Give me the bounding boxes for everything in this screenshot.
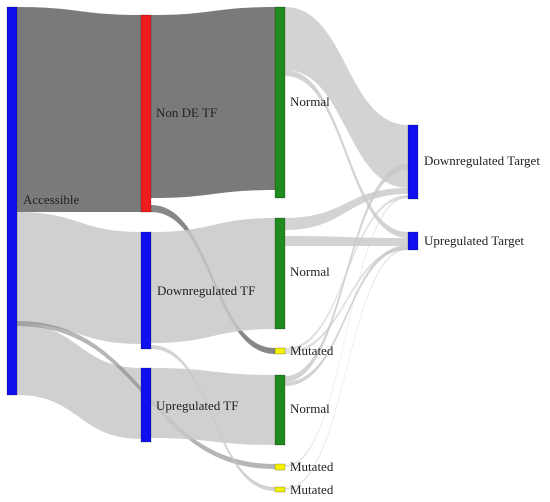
label-up-tf: Upregulated TF [156, 398, 238, 413]
link-down_tf-to-normal_2 [151, 218, 275, 343]
link-mutated_1-to-up_target [285, 247, 408, 354]
label-down-tf: Downregulated TF [157, 283, 255, 298]
node-down-tf [140, 231, 152, 350]
link-accessible-to-non_de_tf [17, 7, 141, 212]
label-mutated-3: Mutated [290, 482, 334, 497]
label-mutated-2: Mutated [290, 459, 334, 474]
label-non-de-tf: Non DE TF [156, 105, 217, 120]
link-normal_3-to-up_target [285, 245, 408, 386]
node-down-target [407, 124, 419, 200]
link-up_tf-to-normal_3 [151, 368, 275, 445]
sankey-nodes [6, 6, 419, 493]
link-normal_2-to-down_target [285, 188, 408, 230]
label-mutated-1: Mutated [290, 343, 334, 358]
link-accessible-to-down_tf [17, 212, 141, 344]
node-normal-2 [274, 217, 286, 330]
node-normal-3 [274, 374, 286, 446]
link-normal_2-to-up_target [285, 236, 408, 246]
node-mutated-2 [274, 463, 286, 471]
node-up-target [407, 231, 419, 251]
node-non-de-tf [140, 14, 152, 213]
label-normal-1: Normal [290, 94, 330, 109]
node-accessible [6, 6, 18, 396]
label-accessible: Accessible [23, 192, 80, 207]
label-down-target: Downregulated Target [424, 153, 540, 168]
link-accessible-to-up_tf [17, 324, 141, 439]
link-normal_1-to-down_target [285, 7, 408, 188]
link-mutated_3-to-up_target [285, 248, 408, 490]
label-normal-2: Normal [290, 264, 330, 279]
node-mutated-3 [274, 486, 286, 493]
link-mutated_2-to-down_target [285, 196, 408, 467]
sankey-labels: Accessible Non DE TF Downregulated TF Upreg… [23, 94, 540, 497]
node-normal-1 [274, 6, 286, 199]
node-up-tf [140, 367, 152, 443]
node-mutated-1 [274, 347, 286, 355]
label-up-target: Upregulated Target [424, 233, 524, 248]
sankey-links [17, 7, 408, 491]
link-non_de_tf-to-normal_1 [151, 7, 275, 198]
link-normal_1-to-up_target [285, 70, 408, 238]
label-normal-3: Normal [290, 401, 330, 416]
link-mutated_1-to-down_target [285, 195, 408, 351]
